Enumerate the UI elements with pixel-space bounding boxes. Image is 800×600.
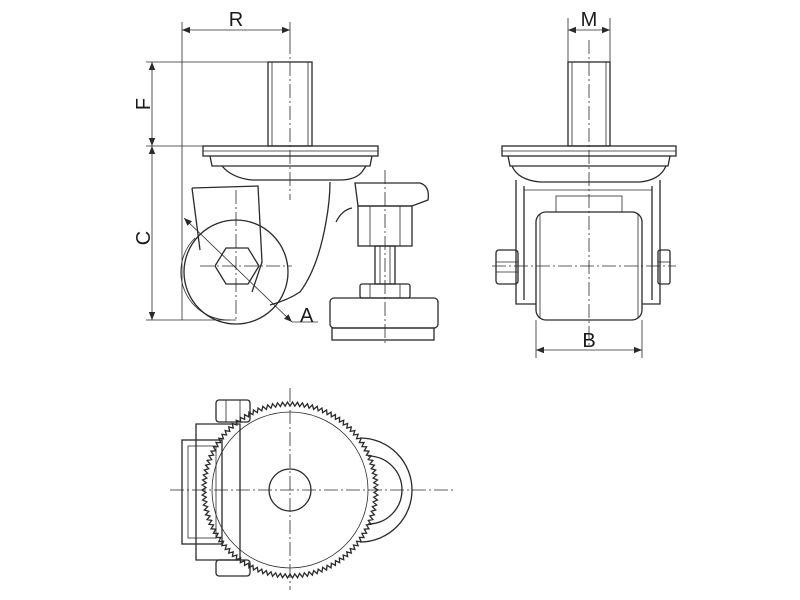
top-frame bbox=[181, 439, 223, 545]
dim-a-label: A bbox=[300, 305, 314, 327]
dim-m-label: M bbox=[581, 9, 598, 31]
side-view bbox=[180, 40, 439, 345]
front-view bbox=[492, 40, 677, 345]
dim-b-label: B bbox=[582, 330, 595, 352]
side-fork-bracket bbox=[191, 185, 263, 293]
dim-r-label: R bbox=[229, 9, 243, 31]
dim-a-line bbox=[183, 217, 293, 323]
top-view bbox=[170, 388, 455, 590]
front-swivel-housing bbox=[511, 165, 667, 183]
front-dimensions: M B bbox=[535, 9, 643, 358]
side-foot-base bbox=[331, 327, 435, 341]
front-fork-right bbox=[642, 180, 661, 305]
front-axle-head-right bbox=[657, 249, 671, 285]
side-leveling-knob bbox=[354, 182, 429, 207]
side-bearing-ring bbox=[209, 155, 373, 167]
top-nut-upper bbox=[215, 399, 251, 423]
top-nut-lower bbox=[215, 559, 251, 577]
dim-f-label: F bbox=[133, 98, 155, 110]
front-bearing-ring bbox=[507, 155, 671, 167]
dim-c-label: C bbox=[133, 231, 155, 245]
front-axle-nut-left bbox=[495, 249, 519, 285]
top-fork bbox=[195, 423, 241, 561]
side-dimensions: R F C A bbox=[133, 9, 318, 327]
front-fork-left bbox=[515, 180, 536, 305]
side-foot-pad bbox=[329, 297, 439, 329]
side-swivel-housing bbox=[221, 165, 367, 181]
